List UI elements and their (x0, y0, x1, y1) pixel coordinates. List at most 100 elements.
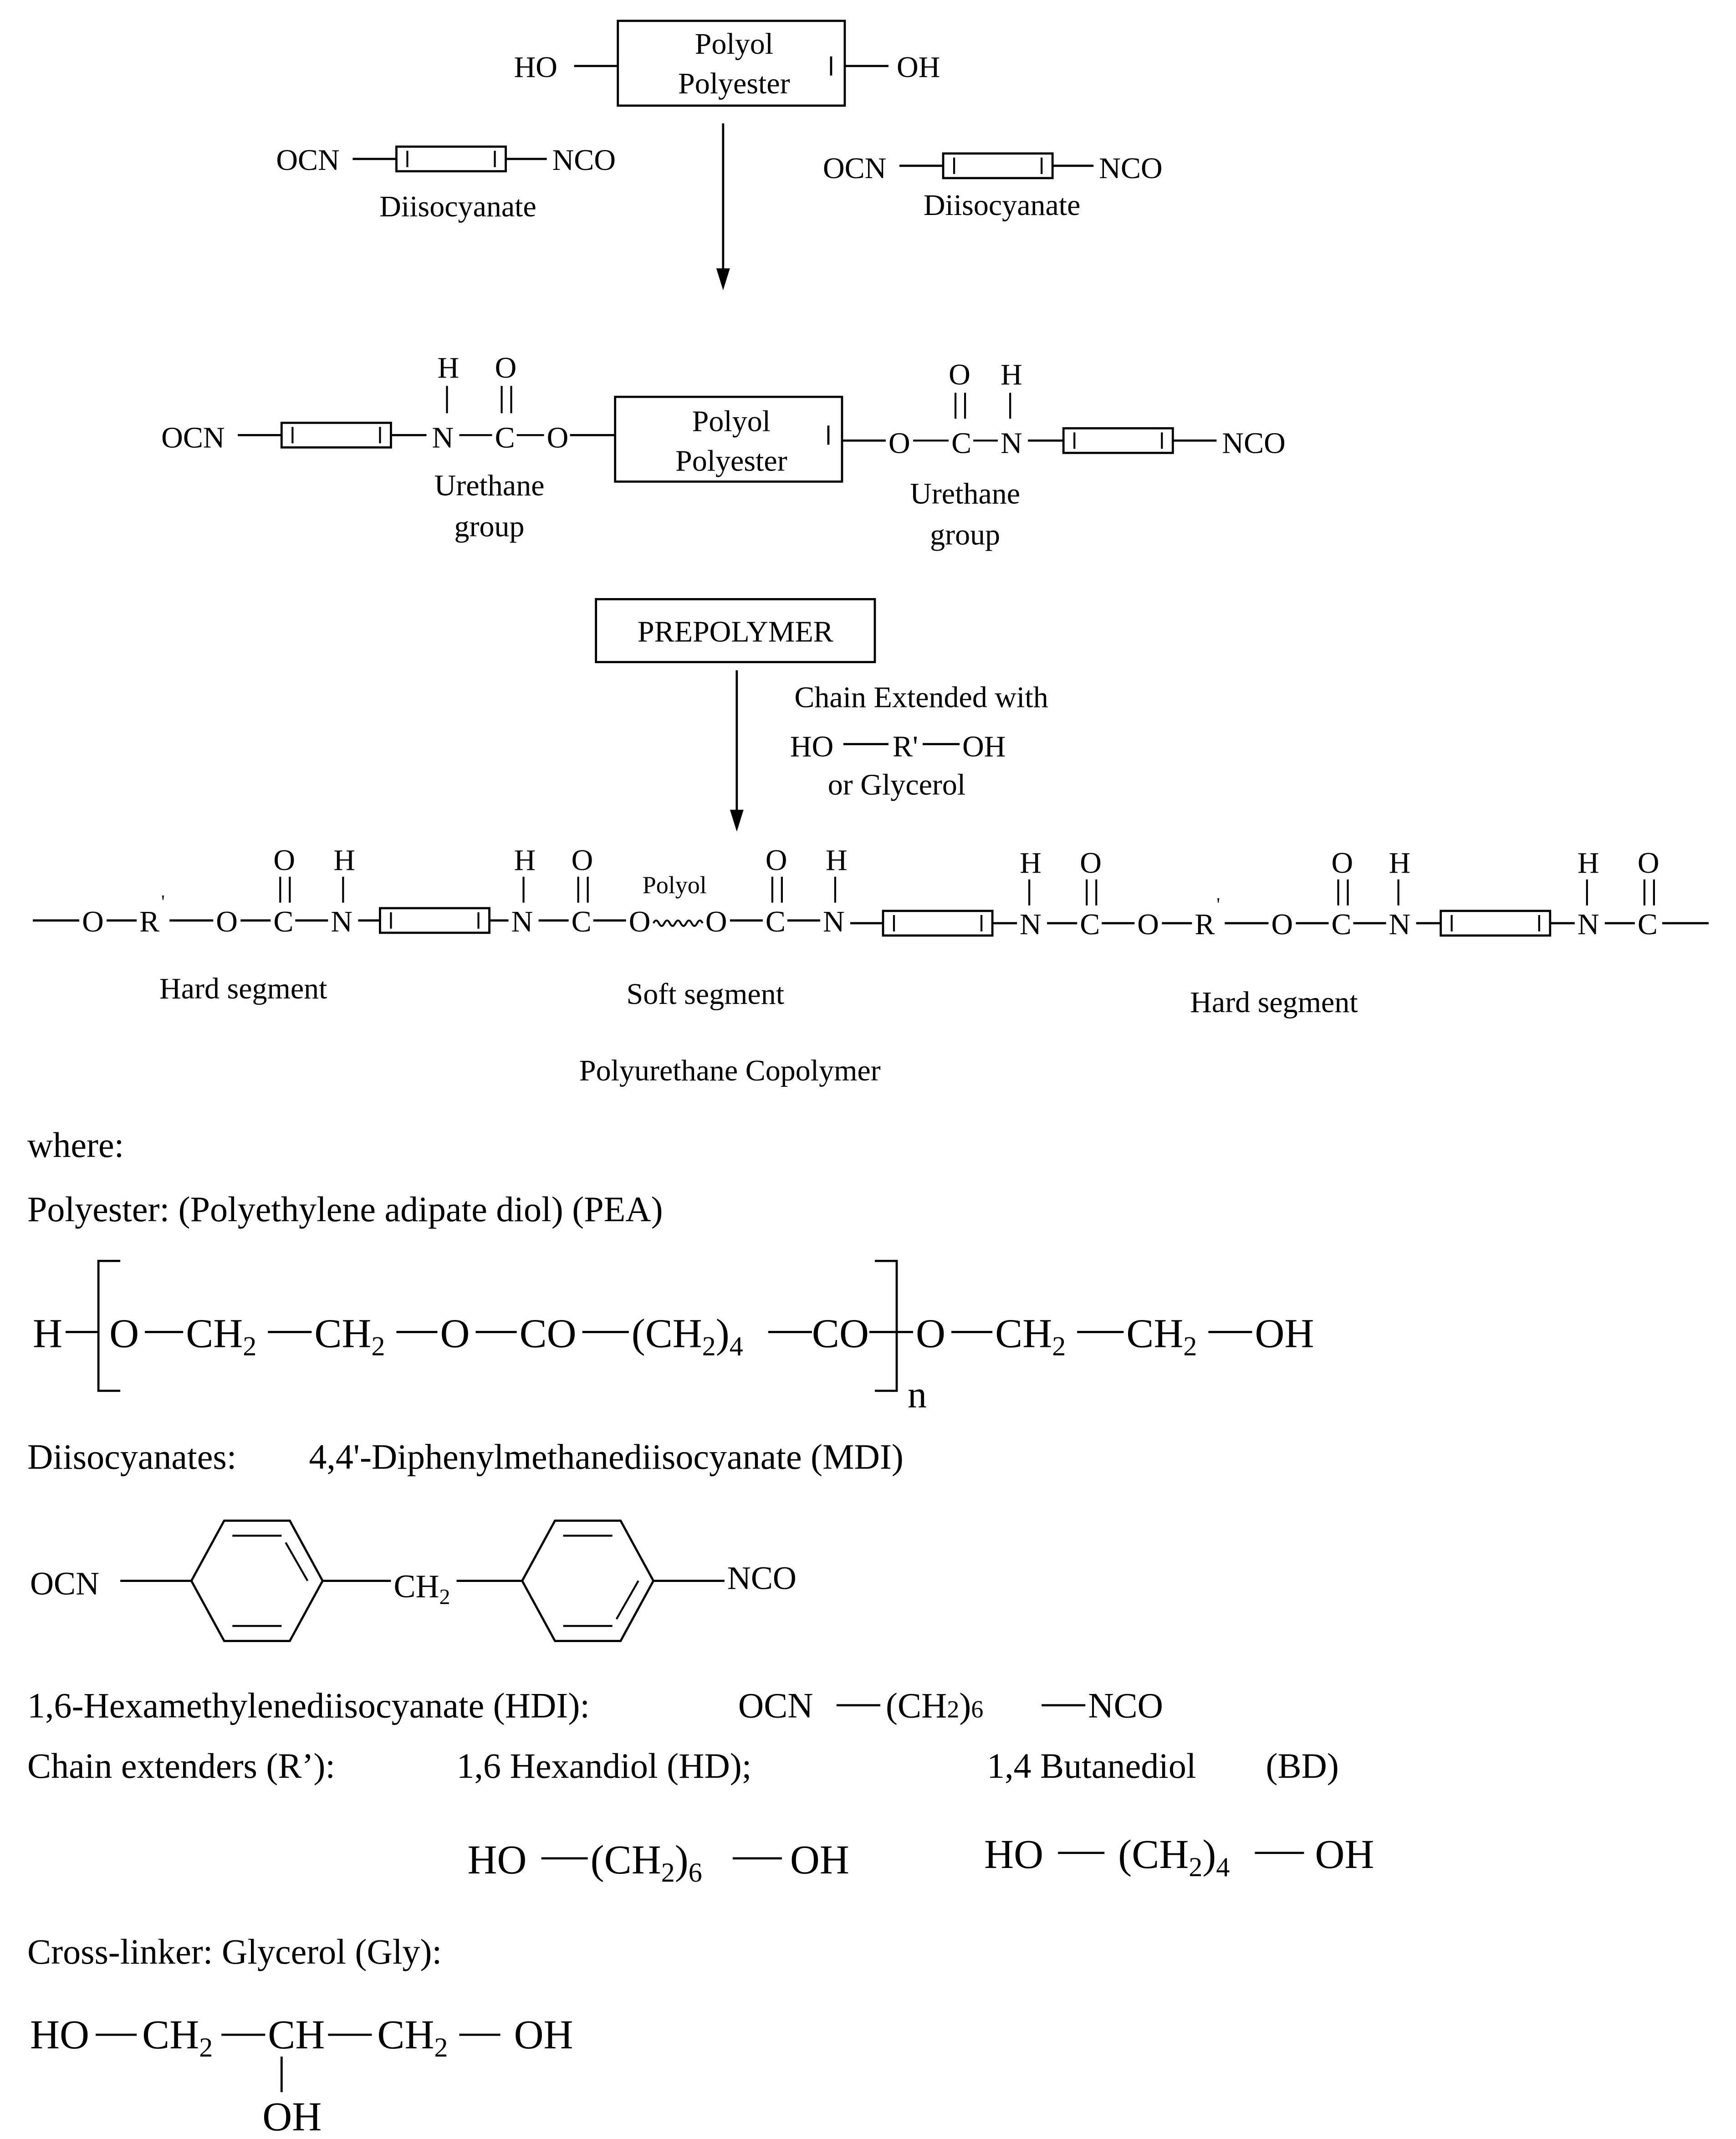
n-atom: N (1020, 908, 1042, 941)
o-atom: O (949, 358, 970, 391)
o-atom: O (216, 905, 238, 938)
bd-name: 1,4 Butanediol (987, 1746, 1196, 1786)
ocn-label: OCN (823, 152, 886, 185)
h-atom: H (1020, 846, 1042, 880)
svg-text:OH: OH (514, 2012, 573, 2057)
repeat-bracket-left (97, 1259, 121, 1392)
mdi-ocn: OCN (30, 1566, 99, 1602)
group-label: group (930, 518, 1000, 551)
svg-text:OH: OH (790, 1837, 849, 1883)
benzene-ring (190, 1520, 324, 1643)
polyol-small-label: Polyol (643, 871, 707, 899)
o-atom: O (1638, 846, 1659, 880)
glycerol-formula: HO CH2 CH OH CH2 OH (30, 2012, 573, 2139)
mdi-name: 4,4'-Diphenylmethanediisocyanate (MDI) (309, 1437, 904, 1476)
c-atom: C (1638, 908, 1658, 941)
where-label: where: (27, 1125, 124, 1165)
diisocyanate-ring (379, 907, 490, 934)
pea-co: CO (520, 1311, 577, 1356)
o-atom: O (547, 421, 569, 454)
o-atom: O (629, 905, 651, 938)
o-atom: O (1137, 908, 1159, 941)
mdi-ch2: CH2 (393, 1568, 450, 1609)
diisocyanate-label: Diisocyanate (379, 190, 536, 223)
mdi-structure: OCN CH2 NCO (30, 1520, 797, 1643)
mdi-nco: NCO (727, 1560, 797, 1597)
pea-ch2: CH2 (314, 1311, 385, 1361)
pea-formula: H O CH2 CH2 O CO (CH2)4 CO n O CH2 CH2 (33, 1259, 1314, 1416)
prepolymer-label: PREPOLYMER (638, 615, 833, 649)
hard-segment-label: Hard segment (1190, 986, 1358, 1019)
o-atom: O (766, 844, 787, 877)
benzene-ring (521, 1520, 655, 1643)
copolymer-label: Polyurethane Copolymer (579, 1054, 881, 1087)
o-atom: O (705, 905, 727, 938)
r-prime-label: R (1195, 908, 1215, 941)
soft-segment-squiggle (652, 919, 704, 927)
o-atom: O (1080, 846, 1102, 880)
svg-text:OCN: OCN (738, 1686, 813, 1725)
diisocyanate-ring (1062, 427, 1174, 454)
oh-label: OH (962, 730, 1006, 763)
arrow-head (716, 268, 730, 291)
polyol-box (617, 20, 846, 107)
urethane-label: Urethane (434, 469, 545, 502)
c-atom: C (572, 905, 592, 938)
diisocyanate-ring (280, 421, 392, 449)
reactants: HO Polyol Polyester OH OCN NCO Diisocyan… (276, 20, 1163, 291)
crosslinker-label: Cross-linker: Glycerol (Gly): (27, 1932, 442, 1971)
nco-label: NCO (1222, 426, 1285, 460)
definitions: where: Polyester: (Polyethylene adipate … (27, 1125, 1374, 2139)
h-atom: H (1001, 358, 1022, 391)
c-atom: C (1080, 908, 1100, 941)
svg-text:CH: CH (268, 2012, 325, 2057)
pea-ch2-4: (CH2)4 (632, 1311, 743, 1361)
n-atom: N (511, 905, 533, 938)
h-atom: H (826, 844, 848, 877)
n-atom: N (1578, 908, 1599, 941)
h-atom: H (333, 844, 355, 877)
svg-text:HO: HO (30, 2012, 89, 2057)
pea-ch2: CH2 (995, 1311, 1066, 1361)
nco-label: NCO (1099, 152, 1162, 185)
ocn-label: OCN (276, 143, 339, 177)
o-atom: O (495, 351, 517, 384)
bd-abbr: (BD) (1266, 1746, 1338, 1786)
hd-formula: HO (CH2)6 OH (468, 1837, 849, 1888)
arrow-head (730, 809, 744, 832)
nco-label: NCO (552, 143, 616, 177)
o-atom: O (82, 905, 104, 938)
bd-formula: HO (CH2)4 OH (984, 1832, 1374, 1882)
c-atom: C (495, 421, 515, 454)
pea-h: H (33, 1311, 62, 1356)
diisocyanate-ring (942, 152, 1054, 179)
polyester-label: Polyester (678, 67, 790, 100)
svg-text:': ' (1216, 895, 1220, 916)
h-atom: H (1389, 846, 1411, 880)
pea-oh: OH (1255, 1311, 1314, 1356)
pea-ch2: CH2 (1126, 1311, 1197, 1361)
ho-label: HO (790, 730, 833, 763)
c-atom: C (273, 905, 293, 938)
polyol-label: Polyol (695, 27, 773, 61)
svg-text:OH: OH (1315, 1832, 1374, 1877)
polyester-label: Polyester (675, 444, 787, 477)
svg-text:HO: HO (984, 1832, 1043, 1877)
ocn-label: OCN (161, 421, 225, 454)
svg-text:(CH2)6: (CH2)6 (886, 1686, 983, 1725)
ho-label: HO (514, 51, 557, 84)
diisocyanates-label: Diisocyanates: (27, 1437, 236, 1476)
copolymer-chain: O R ' O C O N H N H C O O Polyol O C O (33, 844, 1709, 1087)
chain-extended-label: Chain Extended with (794, 681, 1048, 714)
prepolymer-structure: OCN N H C O O Polyol Polyester O C O N H (161, 351, 1286, 832)
pea-co: CO (812, 1311, 869, 1356)
c-atom: C (1332, 908, 1352, 941)
o-atom: O (572, 844, 593, 877)
svg-text:NCO: NCO (1088, 1686, 1163, 1725)
n-atom: N (823, 905, 845, 938)
svg-text:(CH2)6: (CH2)6 (591, 1837, 702, 1888)
o-atom: O (273, 844, 295, 877)
polyester-title: Polyester: (Polyethylene adipate diol) (… (27, 1189, 663, 1229)
hdi-name: 1,6-Hexamethylenediisocyanate (HDI): (27, 1686, 590, 1725)
